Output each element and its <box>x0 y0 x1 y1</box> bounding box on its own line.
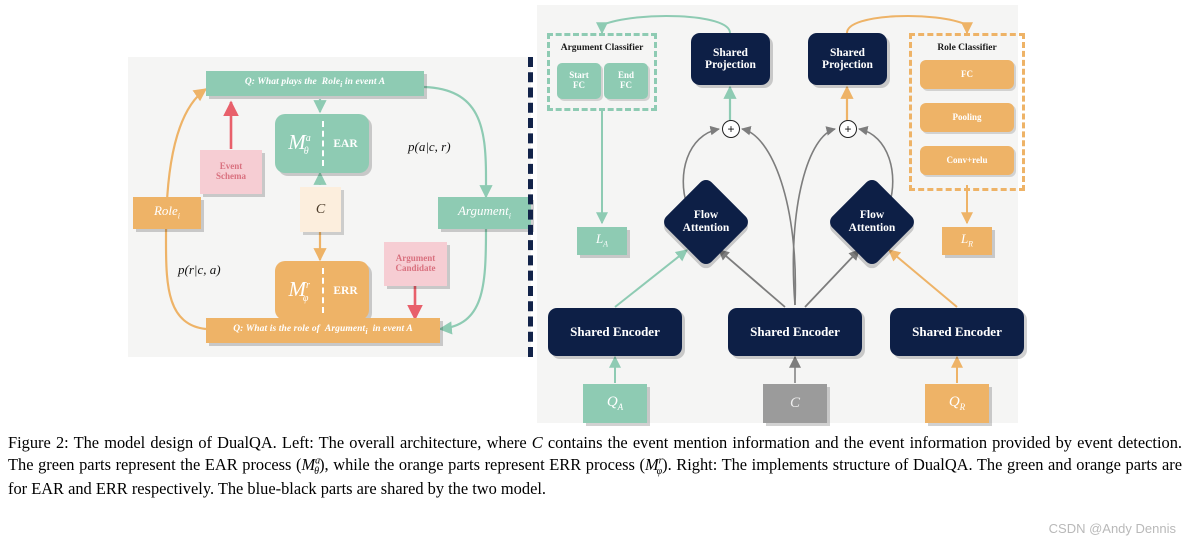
start-fc-line2: FC <box>573 80 585 90</box>
figure-caption: Figure 2: The model design of DualQA. Le… <box>8 432 1182 500</box>
role-classifier-title: Role Classifier <box>937 43 997 53</box>
argument-candidate-box: Argument Candidate <box>384 242 447 286</box>
flow-attention-right: Flow Attention <box>836 202 908 242</box>
question-top-box: Q: What plays the Rolei in event A <box>206 71 424 96</box>
prob-r-given-ca: p(r|c, a) <box>178 262 221 277</box>
err-label: ERR <box>333 284 358 297</box>
input-qa-text: QA <box>606 394 624 413</box>
argument-box: Argumenti <box>438 197 531 229</box>
loss-r-box: LR <box>942 227 992 255</box>
caption-part-3: ), while the orange parts represent ERR … <box>319 454 645 474</box>
start-fc-line1: Start <box>569 70 589 81</box>
err-math-symbol: Mrφ <box>288 276 310 305</box>
input-qr-text: QR <box>948 394 966 413</box>
shared-encoder-1: Shared Encoder <box>548 308 682 356</box>
shared-projection-left-line1: Shared <box>713 46 748 59</box>
role-box: Rolei <box>133 197 201 229</box>
ear-math-symbol: Maθ <box>288 129 311 158</box>
end-fc-line2: FC <box>620 80 632 90</box>
input-qa-box: QA <box>583 384 647 423</box>
role-conv-relu-block: Conv+relu <box>920 146 1014 175</box>
input-c-text: C <box>789 395 800 412</box>
prob-a-given-cr: p(a|c, r) <box>408 139 451 154</box>
shared-projection-right-line2: Projection <box>822 59 873 71</box>
ear-label: EAR <box>333 137 358 150</box>
role-fc-label: FC <box>961 68 973 79</box>
left-panel-overall-architecture: Q: What plays the Rolei in event A Event… <box>128 57 531 357</box>
argument-classifier-group: Argument Classifier <box>547 33 657 111</box>
event-schema-line2: Schema <box>216 171 246 181</box>
csdn-watermark: CSDN @Andy Dennis <box>1048 521 1176 536</box>
shared-encoder-2-label: Shared Encoder <box>750 323 840 339</box>
role-pooling-block: Pooling <box>920 103 1014 132</box>
shared-projection-left-line2: Projection <box>705 59 756 71</box>
start-fc-block: Start FC <box>557 63 601 99</box>
sum-node-right: + <box>839 120 857 138</box>
shared-projection-right: Shared Projection <box>808 33 887 85</box>
flow-attention-left-line1: Flow <box>693 208 719 221</box>
flow-attention-right-line1: Flow <box>859 208 885 221</box>
question-bottom-text: Q: What is the role of Argumenti in even… <box>233 324 413 337</box>
shared-encoder-3-label: Shared Encoder <box>912 323 1002 339</box>
err-model-box: Mrφ ERR <box>275 261 369 320</box>
event-schema-box: Event Schema <box>200 150 262 194</box>
role-box-text: Rolei <box>153 203 181 221</box>
context-label: C <box>315 201 326 217</box>
role-fc-block: FC <box>920 60 1014 89</box>
question-bottom-box: Q: What is the role of Argumenti in even… <box>206 318 440 343</box>
shared-encoder-2: Shared Encoder <box>728 308 862 356</box>
sum-right-symbol: + <box>844 122 852 136</box>
flow-attention-right-line2: Attention <box>848 222 896 234</box>
shared-projection-left: Shared Projection <box>691 33 770 85</box>
ear-model-box: Maθ EAR <box>275 114 369 173</box>
end-fc-line1: End <box>617 70 634 81</box>
caption-math-a: Maθ <box>301 454 321 478</box>
argument-candidate-line2: Candidate <box>395 263 436 273</box>
context-box: C <box>300 187 341 232</box>
role-classifier-group: Role Classifier <box>909 33 1025 191</box>
input-c-box: C <box>763 384 827 423</box>
input-qr-box: QR <box>925 384 989 423</box>
loss-r-text: LR <box>960 231 974 249</box>
panel-divider <box>528 57 533 357</box>
sum-left-symbol: + <box>727 122 735 136</box>
caption-part-4: ). Right: The implements structure of Du… <box>8 454 1182 499</box>
event-schema-line1: Event <box>219 161 243 172</box>
argument-candidate-line1: Argument <box>395 253 436 264</box>
loss-a-text: LA <box>595 231 609 249</box>
right-panel-implementation: Argument Classifier Start FC End FC Role… <box>537 5 1025 423</box>
sum-node-left: + <box>722 120 740 138</box>
caption-part-1: Figure 2: The model design of DualQA. Le… <box>8 433 532 452</box>
question-top-text: Q: What plays the Rolei in event A <box>244 77 386 90</box>
shared-encoder-1-label: Shared Encoder <box>570 323 660 339</box>
role-conv-relu-label: Conv+relu <box>946 154 988 165</box>
caption-c-symbol: C <box>531 433 543 452</box>
shared-projection-right-line1: Shared <box>830 46 865 59</box>
caption-part-2: contains the event mention information a… <box>8 433 1182 474</box>
caption-math-r: Mrφ <box>645 454 663 478</box>
argument-box-text: Argumenti <box>457 203 512 221</box>
role-pooling-label: Pooling <box>952 111 982 122</box>
shared-encoder-3: Shared Encoder <box>890 308 1024 356</box>
flow-attention-left: Flow Attention <box>670 202 742 242</box>
loss-a-box: LA <box>577 227 627 255</box>
end-fc-block: End FC <box>604 63 648 99</box>
argument-classifier-title: Argument Classifier <box>560 43 644 53</box>
flow-attention-left-line2: Attention <box>682 222 730 234</box>
